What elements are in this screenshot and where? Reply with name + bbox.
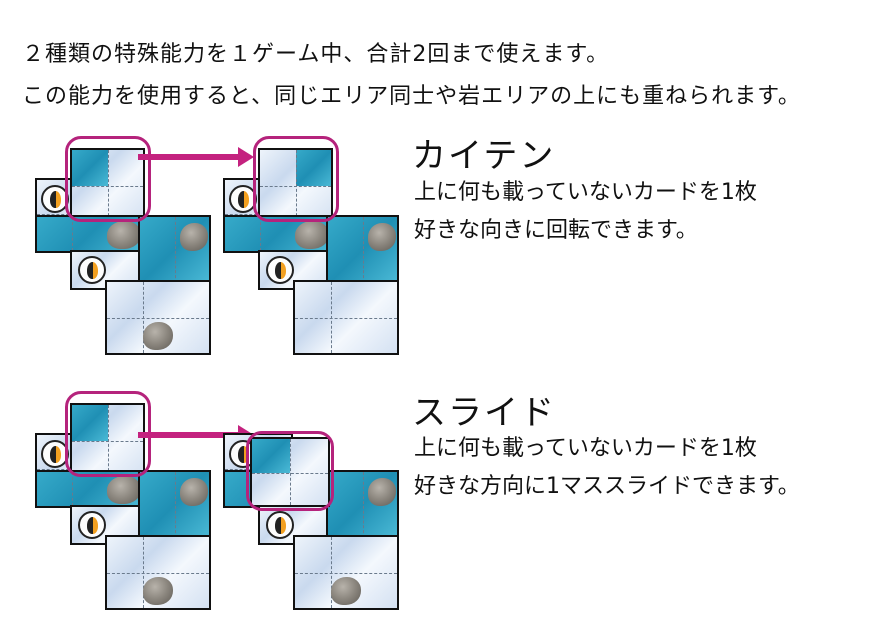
highlight-selected-card (246, 431, 334, 511)
card-tile (293, 280, 399, 355)
rock-icon (107, 221, 141, 249)
ability-title-kaiten: カイテン (412, 136, 556, 176)
ability-desc-kaiten: 上に何も載っていないカードを1枚 好きな向きに回転できます。 (414, 174, 757, 250)
penguin-token-icon (41, 440, 69, 468)
penguin-token-icon (266, 511, 294, 539)
rock-icon (295, 221, 329, 249)
rock-icon (143, 322, 173, 350)
highlight-selected-card (65, 136, 151, 222)
card-tile (105, 280, 211, 355)
card-tile (70, 148, 145, 223)
ability-desc-line: 好きな向きに回転できます。 (414, 218, 698, 243)
intro-line-1: ２種類の特殊能力を１ゲーム中、合計2回まで使えます。 (22, 42, 610, 67)
rock-icon (107, 476, 141, 504)
arrow-head-icon (238, 147, 254, 167)
intro-line-2: この能力を使用すると、同じエリア同士や岩エリアの上にも重ねられます。 (22, 84, 801, 109)
card-tile (326, 470, 399, 540)
card-tile (138, 215, 211, 285)
rock-icon (180, 478, 208, 506)
ability-desc-line: 好きな方向に1マススライドできます。 (414, 474, 800, 499)
card-tile (293, 535, 399, 610)
rock-icon (331, 577, 361, 605)
rock-icon (143, 577, 173, 605)
card-tile-slid (250, 437, 330, 507)
rock-icon (368, 478, 396, 506)
penguin-token-icon (41, 185, 69, 213)
rock-icon (368, 223, 396, 251)
ability-desc-slide: 上に何も載っていないカードを1枚 好きな方向に1マススライドできます。 (414, 430, 800, 506)
ability-desc-line: 上に何も載っていないカードを1枚 (414, 436, 757, 461)
arrow-right-icon (138, 154, 240, 160)
penguin-token-icon (78, 511, 106, 539)
penguin-token-icon (229, 185, 257, 213)
card-tile (105, 535, 211, 610)
arrow-right-icon (138, 432, 240, 438)
rock-icon (180, 223, 208, 251)
penguin-token-icon (266, 256, 294, 284)
card-tile (326, 215, 399, 285)
highlight-selected-card (253, 136, 339, 222)
card-tile (138, 470, 211, 540)
ability-title-slide: スライド (412, 393, 556, 433)
ability-desc-line: 上に何も載っていないカードを1枚 (414, 180, 757, 205)
penguin-token-icon (78, 256, 106, 284)
